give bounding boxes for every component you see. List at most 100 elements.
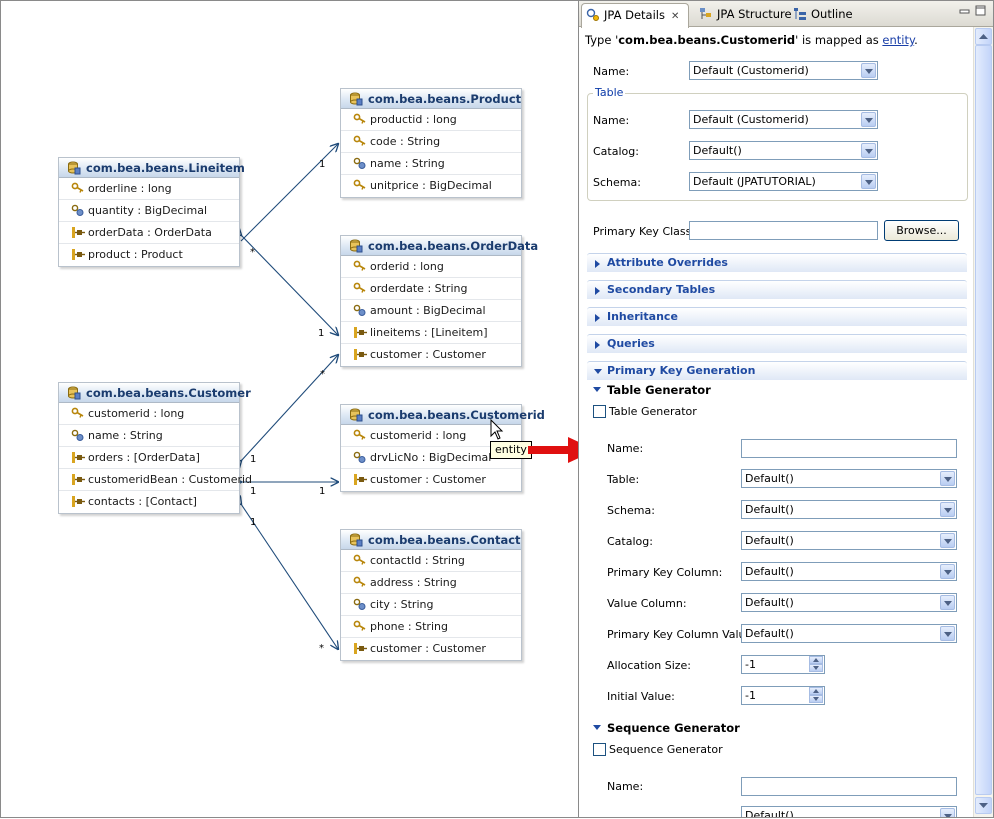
entity-attribute[interactable]: customer : Customer	[341, 638, 521, 660]
entity-attribute[interactable]: customerid : long	[341, 425, 521, 447]
section-attribute-overrides[interactable]: Attribute Overrides	[587, 253, 967, 272]
entity-attribute[interactable]: customer : Customer	[341, 469, 521, 491]
entity-attribute[interactable]: drvLicNo : BigDecimal	[341, 447, 521, 469]
table-name-combo[interactable]: Default (Customerid)	[689, 110, 878, 129]
table-catalog-combo[interactable]: Default()	[689, 141, 878, 160]
entity-attribute[interactable]: orderdate : String	[341, 278, 521, 300]
chevron-down-icon[interactable]	[940, 502, 955, 517]
scrollbar-thumb[interactable]	[975, 45, 992, 795]
key-attribute-icon	[353, 134, 369, 155]
spinner-down-icon[interactable]	[809, 664, 823, 672]
entity-header[interactable]: com.bea.beans.Lineitem	[59, 158, 245, 178]
chevron-down-icon[interactable]	[940, 626, 955, 641]
tg-pk-column-combo[interactable]: Default()	[741, 562, 957, 581]
entity-attribute[interactable]: lineitems : [Lineitem]	[341, 322, 521, 344]
tg-allocation-size-spinner[interactable]: -1	[741, 655, 825, 674]
tg-initial-value-label: Initial Value:	[607, 690, 675, 703]
sg-name-input[interactable]	[741, 777, 957, 796]
entity-attribute[interactable]: productid : long	[341, 109, 521, 131]
scroll-up-button[interactable]	[975, 28, 992, 45]
mapping-type-link[interactable]: entity	[882, 33, 915, 47]
entity-header[interactable]: com.bea.beans.OrderData	[341, 236, 538, 256]
link-customer-contact[interactable]	[241, 504, 338, 649]
link-customer-orderdata[interactable]	[241, 355, 338, 461]
tg-value-column-combo[interactable]: Default()	[741, 593, 957, 612]
entity-attribute[interactable]: orderline : long	[59, 178, 239, 200]
chevron-down-icon[interactable]	[861, 143, 876, 158]
entity-name-combo[interactable]: Default (Customerid)	[689, 61, 878, 80]
sequence-generator-checkbox[interactable]	[593, 743, 606, 756]
chevron-down-icon[interactable]	[940, 533, 955, 548]
chevron-down-icon[interactable]	[940, 595, 955, 610]
relationship-attribute-icon	[71, 450, 87, 471]
chevron-down-icon[interactable]	[940, 808, 955, 817]
entity-header[interactable]: com.bea.beans.Customer	[59, 383, 251, 403]
chevron-down-icon[interactable]	[861, 63, 876, 78]
link-lineitem-orderdata[interactable]	[241, 235, 338, 335]
multiplicity-label: *	[320, 369, 325, 380]
maximize-icon[interactable]	[975, 5, 987, 17]
spinner-down-icon[interactable]	[809, 695, 823, 703]
chevron-down-icon[interactable]	[861, 174, 876, 189]
entity-attribute[interactable]: orderData : OrderData	[59, 222, 239, 244]
browse-button[interactable]: Browse...	[884, 220, 959, 241]
entity-attribute[interactable]: quantity : BigDecimal	[59, 200, 239, 222]
entity-attribute[interactable]: code : String	[341, 131, 521, 153]
entity-attribute[interactable]: phone : String	[341, 616, 521, 638]
tg-schema-combo[interactable]: Default()	[741, 500, 957, 519]
sg-next-combo[interactable]: Default()	[741, 806, 957, 817]
relationship-attribute-icon	[353, 347, 369, 368]
tg-initial-value-spinner[interactable]: -1	[741, 686, 825, 705]
link-lineitem-product[interactable]	[240, 144, 338, 242]
entity-attribute[interactable]: contactId : String	[341, 550, 521, 572]
entity-attribute[interactable]: orders : [OrderData]	[59, 447, 239, 469]
entity-attribute[interactable]: name : String	[59, 425, 239, 447]
entity-attribute[interactable]: customer : Customer	[341, 344, 521, 366]
tg-table-combo[interactable]: Default()	[741, 469, 957, 488]
section-primary-key-generation[interactable]: Primary Key Generation	[587, 361, 967, 380]
tg-catalog-combo[interactable]: Default()	[741, 531, 957, 550]
section-secondary-tables[interactable]: Secondary Tables	[587, 280, 967, 299]
sequence-generator-heading[interactable]: Sequence Generator	[593, 721, 740, 735]
scroll-down-button[interactable]	[975, 797, 992, 814]
entity-attribute[interactable]: customerid : long	[59, 403, 239, 425]
entity-attribute[interactable]: amount : BigDecimal	[341, 300, 521, 322]
entity-attribute[interactable]: address : String	[341, 572, 521, 594]
vertical-scrollbar[interactable]	[973, 27, 993, 817]
tg-pk-column-value-combo[interactable]: Default()	[741, 624, 957, 643]
entity-attribute[interactable]: orderid : long	[341, 256, 521, 278]
pk-class-input[interactable]	[689, 221, 878, 240]
close-icon[interactable]: ✕	[670, 11, 680, 22]
tab-outline[interactable]: Outline	[789, 3, 859, 27]
chevron-down-icon[interactable]	[940, 564, 955, 579]
tab-jpa-structure[interactable]: JPA Structure	[695, 3, 792, 27]
section-queries[interactable]: Queries	[587, 334, 967, 353]
entity-attribute[interactable]: unitprice : BigDecimal	[341, 175, 521, 197]
entity-header[interactable]: com.bea.beans.Customerid	[341, 405, 545, 425]
entity-attribute[interactable]: city : String	[341, 594, 521, 616]
table-generator-heading[interactable]: Table Generator	[593, 383, 711, 397]
entity-header[interactable]: com.bea.beans.Contact	[341, 530, 521, 550]
minimize-icon[interactable]	[959, 5, 971, 17]
spinner-up-icon[interactable]	[809, 656, 823, 664]
chevron-down-icon[interactable]	[861, 112, 876, 127]
table-generator-checkbox[interactable]	[593, 405, 606, 418]
section-inheritance[interactable]: Inheritance	[587, 307, 967, 326]
entity-attribute[interactable]: customeridBean : Customerid	[59, 469, 252, 493]
relationship-attribute-icon	[71, 472, 87, 493]
entity-attribute[interactable]: product : Product	[59, 244, 239, 266]
entity-attribute[interactable]: name : String	[341, 153, 521, 175]
entity-header[interactable]: com.bea.beans.Product	[341, 89, 521, 109]
tg-name-input[interactable]	[741, 439, 957, 458]
tab-jpa-details[interactable]: JPA Details✕	[581, 3, 689, 28]
chevron-down-icon[interactable]	[940, 471, 955, 486]
entity-attribute[interactable]: contacts : [Contact]	[59, 491, 239, 513]
spinner-up-icon[interactable]	[809, 687, 823, 695]
table-schema-combo[interactable]: Default (JPATUTORIAL)	[689, 172, 878, 191]
